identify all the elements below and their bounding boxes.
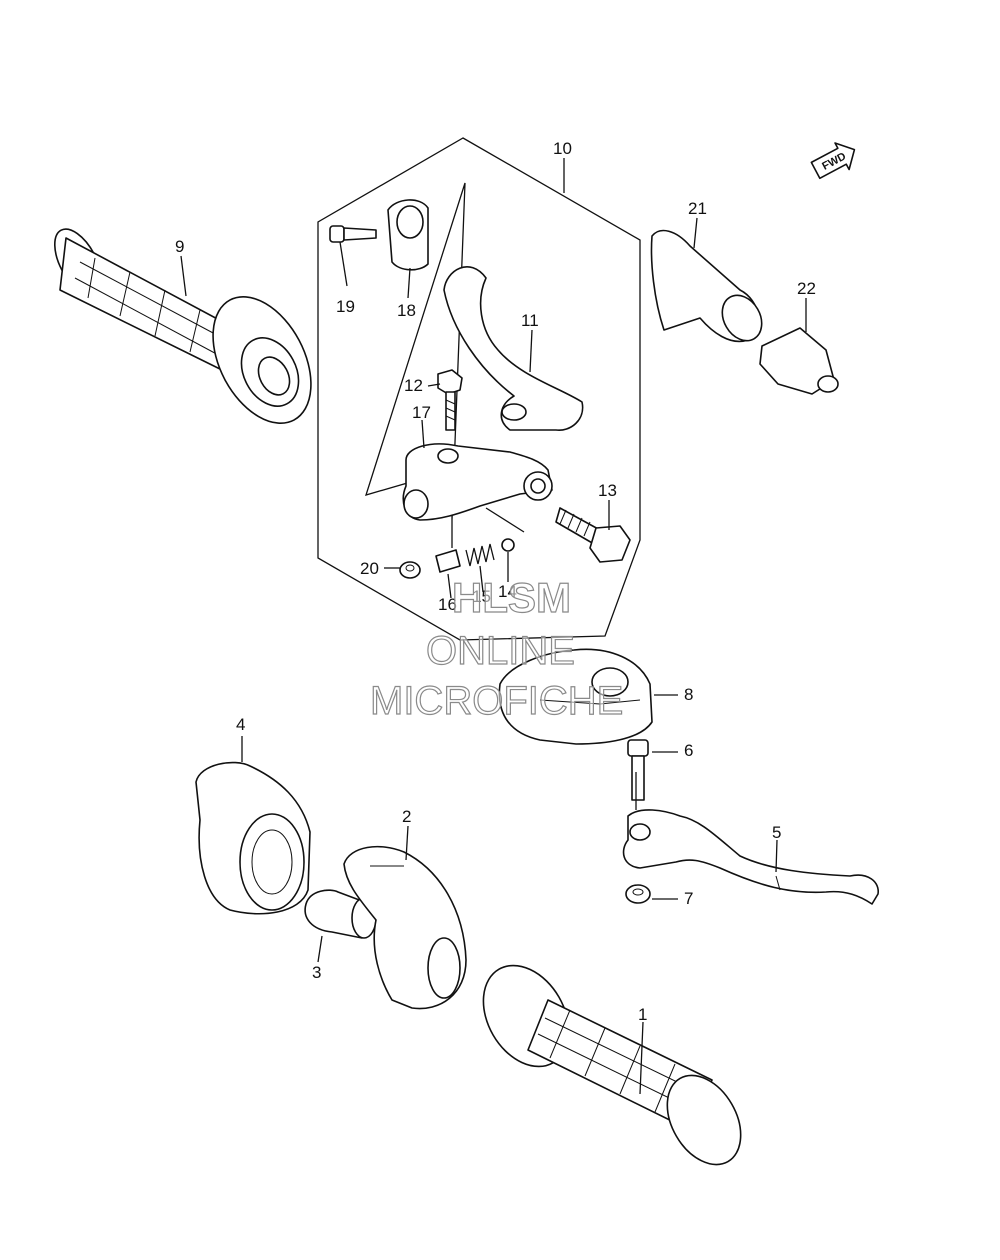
part-perch-17 [402, 443, 553, 521]
callout-21: 21 [688, 199, 707, 218]
callout-3: 3 [312, 963, 321, 982]
part-adjuster-22 [759, 327, 839, 395]
callout-19: 19 [336, 297, 355, 316]
callout-5: 5 [772, 823, 781, 842]
leader-lines [180, 158, 807, 1095]
callout-18: 18 [397, 301, 416, 320]
watermark-line-2: ONLINE [426, 629, 575, 673]
part-bolt-19 [329, 225, 377, 243]
callout-20: 20 [360, 559, 379, 578]
callout-22: 22 [797, 279, 816, 298]
part-pin-16 [435, 549, 461, 573]
callout-2: 2 [402, 807, 411, 826]
part-housing-2 [343, 845, 467, 1010]
watermark: HLSM ONLINE MICROFICHE [369, 573, 624, 723]
part-right-grip [482, 964, 742, 1166]
part-lever-11 [443, 266, 584, 431]
callout-16: 16 [438, 595, 457, 614]
part-cover-4 [195, 761, 311, 915]
callouts: 1 2 3 4 5 6 7 8 9 10 11 12 13 14 15 16 1… [175, 139, 816, 1024]
callout-8: 8 [684, 685, 693, 704]
callout-10: 10 [553, 139, 572, 158]
part-adjuster-13 [555, 507, 631, 563]
callout-9: 9 [175, 237, 184, 256]
watermark-line-1: HLSM [452, 574, 571, 621]
part-perch-8 [498, 648, 653, 745]
callout-13: 13 [598, 481, 617, 500]
callout-12: 12 [404, 376, 423, 395]
part-ball-14 [501, 538, 515, 552]
fwd-arrow-icon: FWD [810, 142, 856, 180]
part-nut-7 [625, 884, 651, 904]
watermark-line-3: MICROFICHE [370, 679, 623, 723]
callout-1: 1 [638, 1005, 647, 1024]
part-cover-21 [650, 229, 763, 343]
callout-17: 17 [412, 403, 431, 422]
part-clamp-18 [387, 199, 429, 271]
part-spring-15 [465, 543, 495, 567]
part-bolt-12 [437, 369, 463, 431]
callout-4: 4 [236, 715, 245, 734]
part-lever-5 [622, 809, 879, 905]
part-nut-20 [399, 561, 421, 579]
part-bolt-6 [627, 739, 649, 801]
callout-7: 7 [684, 889, 693, 908]
part-left-grip [54, 228, 312, 424]
callout-6: 6 [684, 741, 693, 760]
callout-15: 15 [472, 587, 491, 606]
callout-11: 11 [521, 311, 539, 330]
callout-14: 14 [498, 582, 517, 601]
